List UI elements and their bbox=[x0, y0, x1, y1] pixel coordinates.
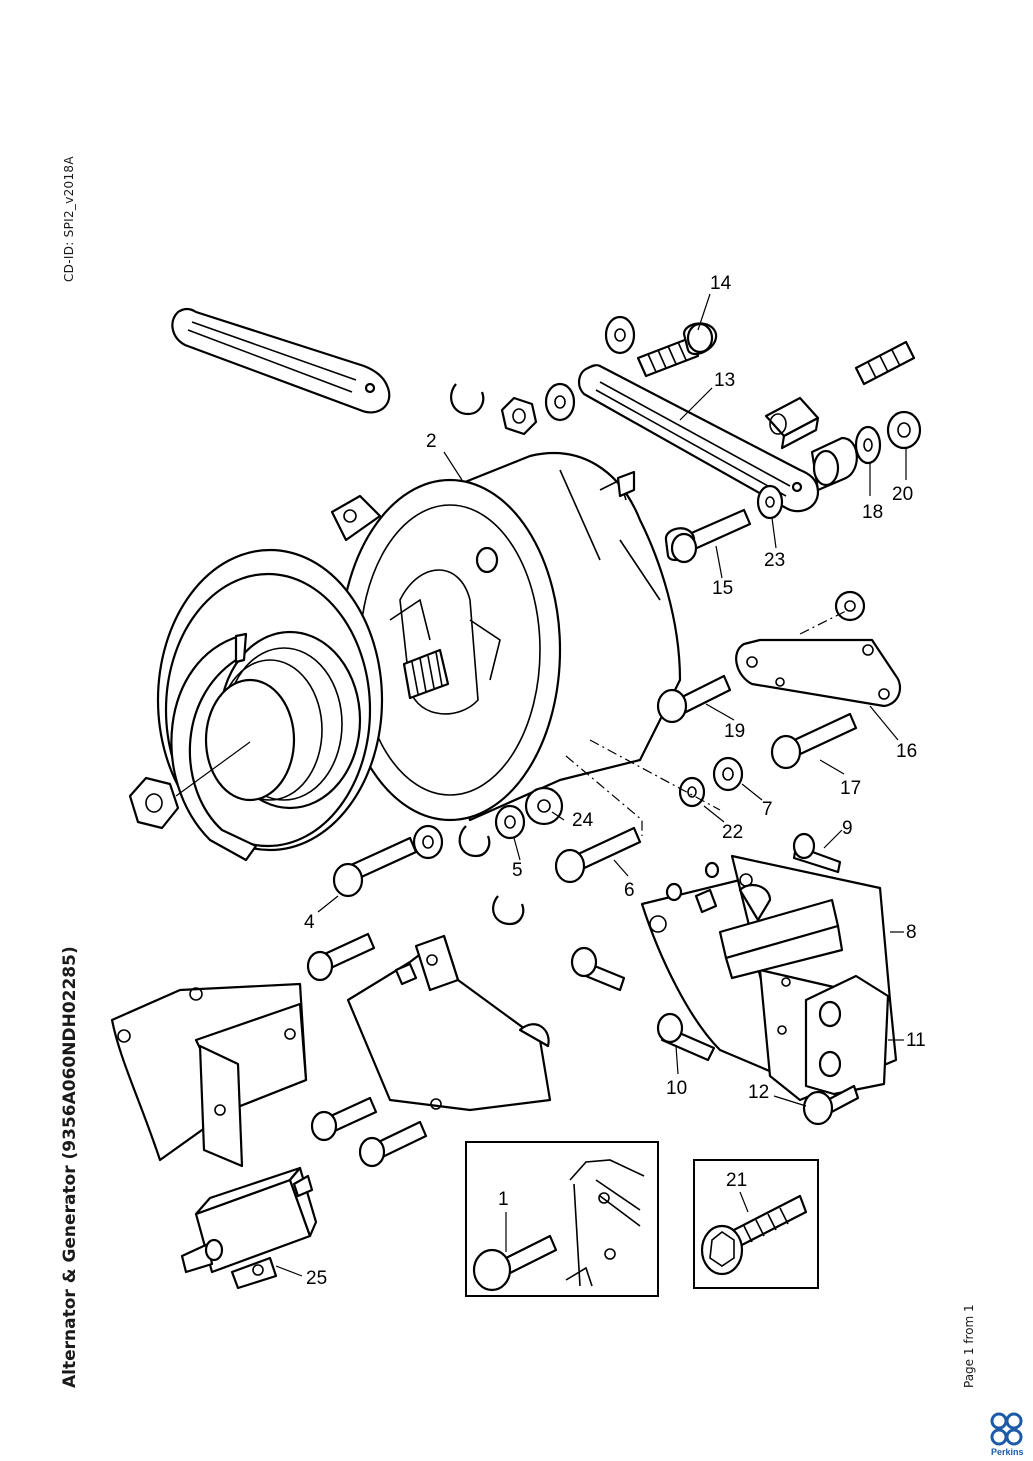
middle-washers bbox=[412, 590, 866, 926]
callout-7: 7 bbox=[762, 799, 773, 820]
lower-bolts bbox=[306, 932, 626, 1168]
callout-25: 25 bbox=[306, 1268, 327, 1289]
callout-23: 23 bbox=[764, 550, 785, 571]
bracket-16 bbox=[735, 609, 902, 708]
mounting-bolts bbox=[332, 508, 858, 898]
inset-21-drawing bbox=[700, 1194, 808, 1276]
callout-15: 15 bbox=[712, 578, 733, 599]
callout-19: 19 bbox=[724, 721, 745, 742]
callout-1: 1 bbox=[498, 1189, 509, 1210]
inset-box-1 bbox=[465, 1141, 659, 1297]
callout-2: 2 bbox=[426, 431, 437, 452]
pulley-nut bbox=[128, 741, 251, 830]
callout-4: 4 bbox=[304, 912, 315, 933]
inset-1-drawing bbox=[472, 1159, 645, 1292]
callout-8: 8 bbox=[906, 922, 917, 943]
bolt-14 bbox=[636, 322, 718, 378]
callout-14: 14 bbox=[710, 273, 732, 294]
callout-9: 9 bbox=[842, 818, 853, 839]
callout-24: 24 bbox=[572, 810, 594, 831]
alternator bbox=[156, 452, 682, 862]
top-washers-nuts bbox=[450, 315, 636, 436]
callout-10: 10 bbox=[666, 1078, 687, 1099]
callout-5: 5 bbox=[512, 860, 523, 881]
callout-16: 16 bbox=[896, 741, 917, 762]
leader-lines bbox=[275, 293, 907, 1277]
inset-box-21 bbox=[693, 1159, 819, 1289]
lower-left-brackets bbox=[110, 934, 552, 1168]
callout-11: 11 bbox=[906, 1030, 926, 1051]
callout-18: 18 bbox=[862, 502, 883, 523]
callout-13: 13 bbox=[714, 370, 735, 391]
bolts-10-12 bbox=[656, 1012, 860, 1126]
callout-17: 17 bbox=[840, 778, 861, 799]
relay-25 bbox=[180, 1166, 318, 1290]
callout-6: 6 bbox=[624, 880, 635, 901]
callout-21: 21 bbox=[726, 1170, 747, 1191]
stud-spacer-set bbox=[756, 340, 922, 520]
perkins-logo-icon bbox=[990, 1412, 1023, 1446]
assembly-centerline bbox=[589, 739, 721, 811]
brand-name: Perkins bbox=[991, 1447, 1024, 1457]
callout-12: 12 bbox=[748, 1082, 769, 1103]
adjuster-link-13 bbox=[578, 364, 820, 513]
mounting-bracket-8 bbox=[640, 854, 898, 1102]
callout-20: 20 bbox=[892, 484, 913, 505]
callout-22: 22 bbox=[722, 822, 743, 843]
adjuster-link bbox=[171, 307, 391, 414]
callout-labels: 1 2 4 5 6 7 8 9 10 11 12 13 14 15 16 17 … bbox=[304, 273, 926, 1289]
